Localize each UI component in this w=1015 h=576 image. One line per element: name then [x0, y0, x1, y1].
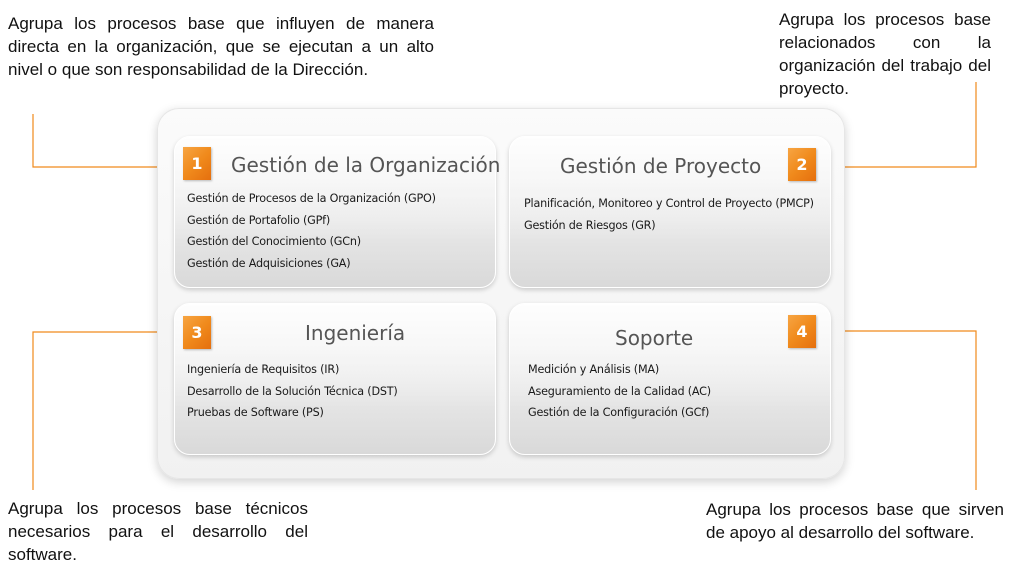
- note-support: Agrupa los procesos base que sirven de a…: [706, 500, 1004, 542]
- quadrant-number-badge: 2: [788, 148, 816, 181]
- process-list: Planificación, Monitoreo y Control de Pr…: [524, 193, 814, 236]
- process-item: Aseguramiento de la Calidad (AC): [528, 384, 711, 398]
- quadrant-number-badge: 3: [183, 316, 211, 349]
- note-organization: Agrupa los procesos base que influyen de…: [8, 14, 434, 79]
- process-list: Gestión de Procesos de la Organización (…: [187, 188, 436, 275]
- process-item: Gestión de la Configuración (GCf): [528, 406, 710, 420]
- note-project: Agrupa los procesos base relacionados co…: [779, 10, 991, 98]
- process-item: Pruebas de Software (PS): [187, 406, 324, 420]
- connector-organization: [32, 114, 182, 168]
- quadrant-project: 2 Gestión de Proyecto Planificación, Mon…: [509, 136, 831, 288]
- quadrant-title: Gestión de la Organización: [231, 153, 501, 177]
- quadrant-title: Gestión de Proyecto: [560, 154, 762, 178]
- quadrant-title: Ingeniería: [305, 321, 406, 345]
- connector-project: [817, 82, 977, 168]
- process-item: Gestión del Conocimiento (GCn): [187, 235, 361, 249]
- process-item: Ingeniería de Requisitos (IR): [187, 363, 340, 376]
- process-item: Planificación, Monitoreo y Control de Pr…: [524, 197, 814, 210]
- process-item: Gestión de Procesos de la Organización (…: [187, 192, 436, 205]
- process-item: Gestión de Portafolio (GPf): [187, 213, 331, 227]
- process-item: Gestión de Riesgos (GR): [524, 218, 656, 232]
- quadrant-organization: 1 Gestión de la Organización Gestión de …: [174, 136, 500, 288]
- quadrant-support: 4 Soporte Medición y Análisis (MA) Asegu…: [509, 303, 831, 455]
- process-item: Gestión de Adquisiciones (GA): [187, 257, 351, 271]
- connector-engineering: [32, 331, 182, 490]
- quadrant-title: Soporte: [615, 326, 694, 350]
- process-item: Desarrollo de la Solución Técnica (DST): [187, 384, 398, 398]
- process-item: Medición y Análisis (MA): [528, 363, 660, 376]
- process-list: Medición y Análisis (MA) Aseguramiento d…: [528, 359, 711, 424]
- quadrant-number-badge: 1: [183, 147, 211, 180]
- quadrant-engineering: 3 Ingeniería Ingeniería de Requisitos (I…: [174, 303, 496, 455]
- quadrant-number-badge: 4: [788, 315, 816, 348]
- connector-support: [817, 330, 977, 490]
- process-list: Ingeniería de Requisitos (IR) Desarrollo…: [187, 359, 398, 424]
- note-engineering: Agrupa los procesos base técnicos necesa…: [8, 499, 308, 564]
